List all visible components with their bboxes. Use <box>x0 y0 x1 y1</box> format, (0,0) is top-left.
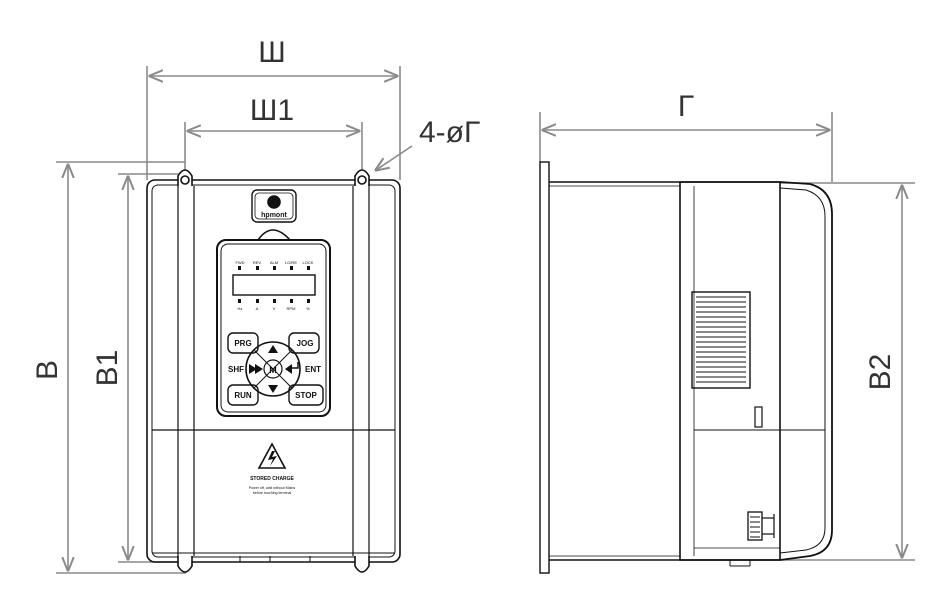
warning-title: STORED CHARGE <box>250 476 294 482</box>
led-label-rpm: RPM <box>287 306 296 311</box>
led-label-lock: LOCK <box>303 260 314 265</box>
led-label-a: A <box>256 306 259 311</box>
dim-width1-label: Ш1 <box>250 94 294 127</box>
jog-key-label: JOG <box>297 339 314 348</box>
m-key-label: M <box>269 365 277 375</box>
keypad-glyphs <box>238 266 310 466</box>
led-label-rev: REV <box>253 260 262 265</box>
led-label-percent: % <box>306 306 310 311</box>
dim-depth-label: Г <box>678 90 694 123</box>
connector-grille <box>750 516 760 538</box>
dim-holes-label: 4-øГ <box>419 116 480 149</box>
led-label-fwd: FWD <box>235 260 244 265</box>
dim-height1-label: В1 <box>91 350 124 387</box>
warning-line2: before touching terminal <box>253 491 292 495</box>
led-label-lore: LO/RE <box>285 260 297 265</box>
prg-key-label: PRG <box>234 339 251 348</box>
vent-slots <box>696 296 746 383</box>
dim-width-label: Ш <box>258 36 286 69</box>
side-view <box>539 161 833 574</box>
led-label-alm: ALM <box>270 260 278 265</box>
run-key-label: RUN <box>234 391 252 400</box>
dimension-lines <box>56 66 915 574</box>
stop-key-label: STOP <box>295 391 317 400</box>
led-label-hz: Hz <box>238 306 243 311</box>
dim-height2-label: В2 <box>864 354 897 391</box>
front-view <box>146 169 401 573</box>
dim-height-label: В <box>31 360 64 380</box>
logo-text: hpmont <box>261 212 287 219</box>
led-label-v: V <box>273 306 276 311</box>
warning-line1: Power off, wait without Mains <box>249 486 296 490</box>
ent-key-label: ENT <box>305 365 321 374</box>
shf-key-label: SHF <box>228 365 244 374</box>
led-labels: FWD REV ALM LO/RE LOCK Hz A V RPM % <box>235 260 313 311</box>
shift-arrow-icon <box>255 364 263 374</box>
